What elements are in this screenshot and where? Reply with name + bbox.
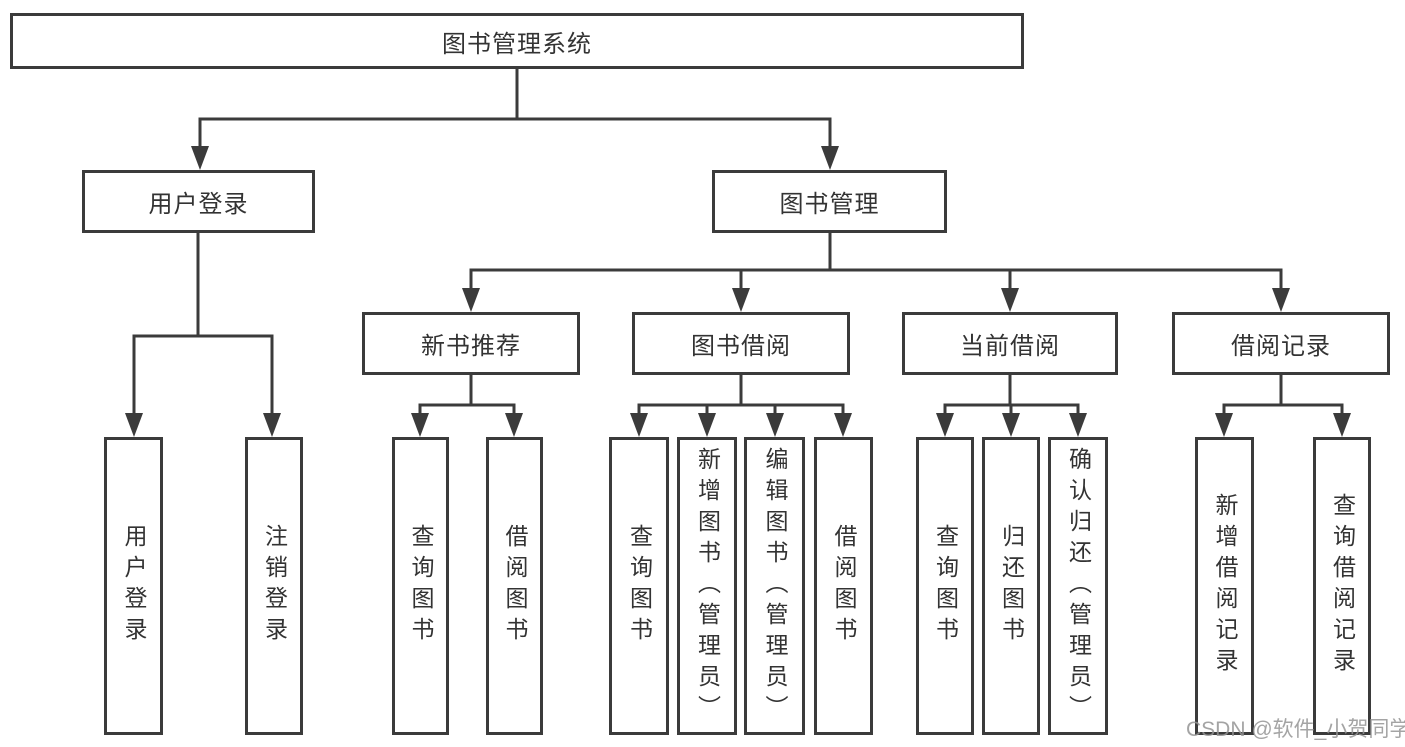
node-current-borrowing: 当前借阅 <box>902 312 1118 375</box>
node-label: 图书管理系统 <box>442 30 592 58</box>
node-label: 图书管理 <box>779 191 880 218</box>
node-label: 查询借阅记录 <box>1329 493 1356 679</box>
leaf-borrow-books: 借阅图书 <box>814 437 873 735</box>
csdn-watermark: CSDN @软件_小贺同学 <box>1186 718 1405 741</box>
node-library-management-system: 图书管理系统 <box>10 13 1024 69</box>
leaf-edit-books-admin: 编辑图书（管理员） <box>744 437 805 735</box>
node-label: 用户登录 <box>148 191 249 218</box>
leaf-confirm-return-admin: 确认归还（管理员） <box>1048 437 1108 735</box>
node-label: 新书推荐 <box>421 333 521 360</box>
node-label: 图书借阅 <box>691 333 791 360</box>
leaf-add-books-admin: 新增图书（管理员） <box>677 437 737 735</box>
leaf-query-borrow-record: 查询借阅记录 <box>1313 437 1371 735</box>
node-borrowing-records: 借阅记录 <box>1172 312 1390 375</box>
node-label: 查询图书 <box>626 524 653 648</box>
leaf-query-books-current: 查询图书 <box>916 437 974 735</box>
node-book-management: 图书管理 <box>712 170 947 233</box>
leaf-add-borrow-record: 新增借阅记录 <box>1195 437 1254 735</box>
node-label: 当前借阅 <box>960 333 1060 360</box>
node-label: 借阅图书 <box>831 524 857 648</box>
node-label: 注销登录 <box>261 524 288 648</box>
leaf-query-books-borrowing: 查询图书 <box>609 437 669 735</box>
leaf-logout: 注销登录 <box>245 437 303 735</box>
leaf-user-login: 用户登录 <box>104 437 163 735</box>
node-label: 用户登录 <box>121 524 147 648</box>
node-label: 编辑图书（管理员） <box>762 446 788 726</box>
node-label: 新增借阅记录 <box>1212 493 1238 679</box>
node-new-book-recommendation: 新书推荐 <box>362 312 580 375</box>
node-book-borrowing: 图书借阅 <box>632 312 850 375</box>
node-user-login: 用户登录 <box>82 170 315 233</box>
node-label: 查询图书 <box>932 524 959 648</box>
node-label: 借阅图书 <box>502 524 528 648</box>
node-label: 新增图书（管理员） <box>694 446 721 726</box>
node-label: 借阅记录 <box>1231 333 1331 360</box>
node-label: 查询图书 <box>408 524 434 648</box>
leaf-borrow-books-recommend: 借阅图书 <box>486 437 543 735</box>
node-label: 归还图书 <box>998 524 1025 648</box>
leaf-return-books: 归还图书 <box>982 437 1040 735</box>
node-label: 确认归还（管理员） <box>1065 446 1092 726</box>
leaf-query-books-recommend: 查询图书 <box>392 437 449 735</box>
